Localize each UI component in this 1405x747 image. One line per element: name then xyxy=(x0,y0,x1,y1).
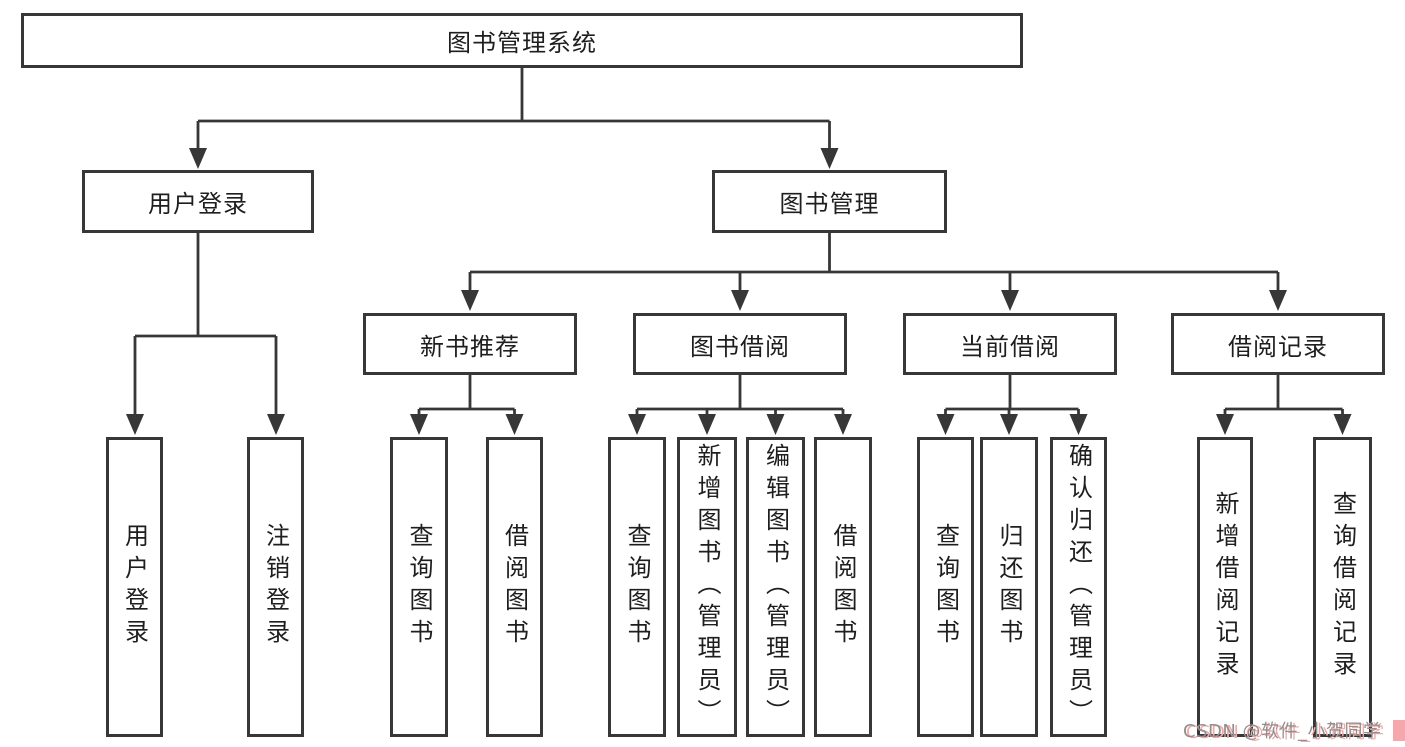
leaf-query-borrow-record: 查询借阅记录 xyxy=(1313,437,1372,737)
node-user-login: 用户登录 xyxy=(82,170,314,233)
leaf-logout: 注销登录 xyxy=(247,437,304,737)
leaf-logout-label: 注销登录 xyxy=(261,523,290,651)
node-book-management: 图书管理 xyxy=(712,170,947,233)
leaf-return-books: 归还图书 xyxy=(980,437,1038,737)
node-root: 图书管理系统 xyxy=(21,13,1023,68)
node-book-management-label: 图书管理 xyxy=(779,190,880,218)
connector-edges xyxy=(133,68,1344,416)
watermark-pink-fragment xyxy=(1393,720,1405,741)
node-borrow-records: 借阅记录 xyxy=(1171,313,1385,375)
csdn-watermark: CSDN @软件_小贺同学 xyxy=(1183,721,1382,742)
leaf-borrow-books-1: 借阅图书 xyxy=(486,437,543,737)
leaf-query-books-1-label: 查询图书 xyxy=(405,523,433,651)
leaf-confirm-return-admin: 确认归还（管理员） xyxy=(1050,437,1107,737)
leaf-add-borrow-record: 新增借阅记录 xyxy=(1197,437,1253,737)
leaf-edit-books-admin: 编辑图书（管理员） xyxy=(746,437,805,737)
leaf-confirm-return-admin-label: 确认归还（管理员） xyxy=(1064,443,1093,731)
leaf-add-books-admin-label: 新增图书（管理员） xyxy=(693,443,721,731)
leaf-query-books-3-label: 查询图书 xyxy=(931,523,960,651)
leaf-borrow-books-1-label: 借阅图书 xyxy=(500,523,529,651)
leaf-edit-books-admin-label: 编辑图书（管理员） xyxy=(761,443,790,731)
leaf-query-books-2-label: 查询图书 xyxy=(623,523,651,651)
leaf-query-borrow-record-label: 查询借阅记录 xyxy=(1328,491,1357,683)
leaf-add-books-admin: 新增图书（管理员） xyxy=(677,437,737,737)
node-new-book-recommend: 新书推荐 xyxy=(363,313,577,375)
node-borrow-records-label: 借阅记录 xyxy=(1228,332,1328,361)
leaf-user-login-label: 用户登录 xyxy=(120,523,149,651)
leaf-user-login: 用户登录 xyxy=(106,437,163,737)
leaf-query-books-3: 查询图书 xyxy=(917,437,974,737)
leaf-query-books-2: 查询图书 xyxy=(608,437,666,737)
node-new-book-recommend-label: 新书推荐 xyxy=(420,332,520,361)
node-book-borrow: 图书借阅 xyxy=(633,313,847,375)
leaf-borrow-books-2-label: 借阅图书 xyxy=(829,523,857,651)
node-user-login-label: 用户登录 xyxy=(148,190,248,218)
node-current-borrow-label: 当前借阅 xyxy=(960,332,1060,361)
node-current-borrow: 当前借阅 xyxy=(903,313,1117,375)
leaf-query-books-1: 查询图书 xyxy=(390,437,448,737)
leaf-add-borrow-record-label: 新增借阅记录 xyxy=(1211,491,1239,683)
node-book-borrow-label: 图书借阅 xyxy=(690,332,790,361)
connector-arrowheads xyxy=(126,148,1352,435)
leaf-borrow-books-2: 借阅图书 xyxy=(814,437,872,737)
leaf-return-books-label: 归还图书 xyxy=(995,523,1023,651)
node-root-label: 图书管理系统 xyxy=(447,29,597,57)
